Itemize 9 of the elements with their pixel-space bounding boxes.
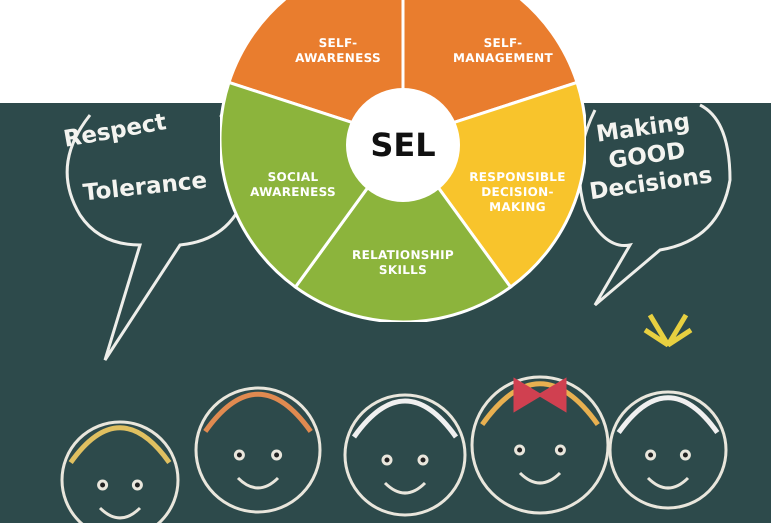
chalk-text: Respect (60, 108, 170, 155)
segment-label: SELF-MANAGEMENT (452, 36, 554, 66)
segment-label: RESPONSIBLE DECISION-MAKING (468, 170, 567, 215)
chalk-text: Making GOOD Decisions (586, 108, 715, 207)
chalk-text: Tolerance (80, 166, 210, 208)
segment-label: SELF-AWARENESS (294, 36, 382, 66)
segment-label: SOCIAL AWARENESS (249, 170, 337, 200)
center-label: SEL (369, 125, 437, 165)
segment-label: RELATIONSHIP SKILLS (351, 248, 455, 278)
